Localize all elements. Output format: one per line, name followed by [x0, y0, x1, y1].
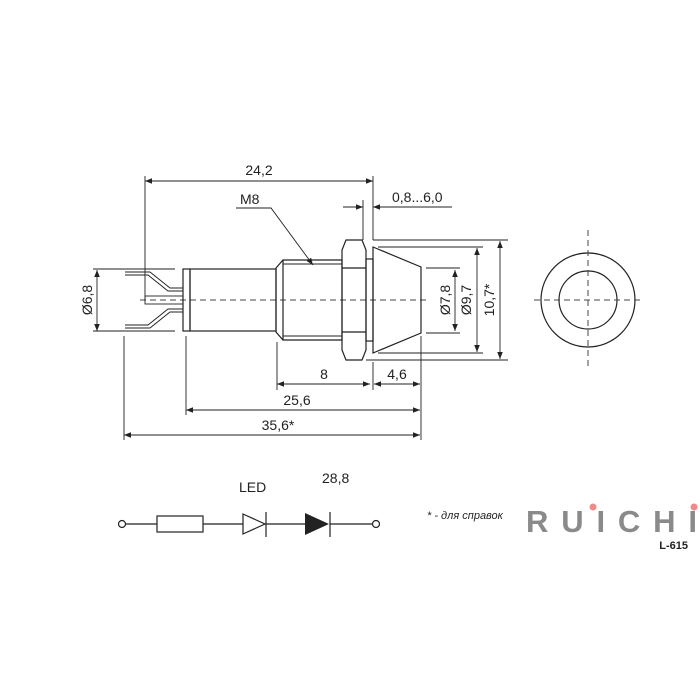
thread-leader — [236, 207, 314, 266]
footnote: * - для справок — [427, 510, 504, 522]
voltage-label: 28,8 — [322, 470, 349, 486]
logo-text: RUICHI — [526, 504, 698, 539]
dim-body-length: 25,6 — [283, 392, 310, 408]
schematic: LED 28,8 — [117, 470, 381, 537]
dim-24-2: 24,2 — [245, 162, 272, 178]
dim-total-length: 35,6* — [262, 417, 295, 433]
dim-panel-thickness: 0,8...6,0 — [392, 189, 443, 205]
dim-lens-length: 4,6 — [387, 366, 407, 382]
side-view: 24,2 0,8...6,0 M8 Ø6,8 Ø7,8 Ø9,7 10,7* 8… — [79, 162, 508, 440]
dim-lens-inner: Ø7,8 — [437, 285, 453, 316]
dim-lens-outer: Ø9,7 — [458, 285, 474, 316]
diode-symbol — [305, 513, 329, 535]
model-number: L-615 — [659, 540, 688, 552]
front-view — [534, 230, 642, 370]
hex-nut — [341, 239, 367, 361]
led-symbol — [242, 512, 267, 537]
resistor-symbol — [156, 515, 204, 533]
dim-nut: 10,7* — [481, 283, 497, 316]
brand-logo: RUICHI — [526, 503, 698, 539]
dim-thread: M8 — [240, 191, 260, 207]
lens — [372, 246, 422, 354]
dim-body-diameter: Ø6,8 — [79, 285, 95, 316]
led-label: LED — [239, 479, 266, 495]
dim-thread-length: 8 — [320, 366, 328, 382]
